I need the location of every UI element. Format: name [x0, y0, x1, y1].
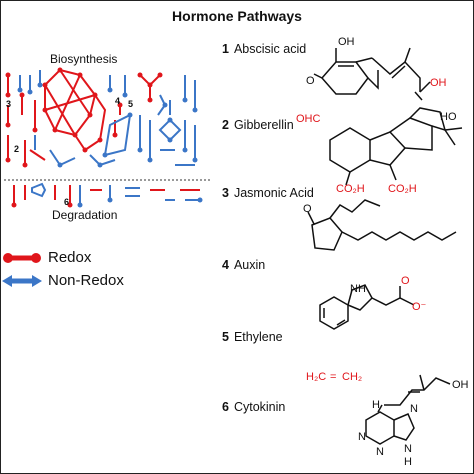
aba-acid-oh-label: OH	[430, 77, 447, 89]
marker-5: 5	[128, 99, 133, 109]
jasmonic-acid-structure	[307, 199, 457, 251]
auxin-o-label: O	[401, 275, 410, 287]
redox-nodes	[5, 67, 163, 208]
ck-n1-label: N	[358, 431, 366, 443]
auxin-ominus-label: O⁻	[412, 301, 427, 313]
non-redox-nodes	[17, 82, 203, 208]
ga-ohc-label: OHC	[296, 113, 321, 125]
legend-redox-label: Redox	[48, 249, 92, 266]
legend-redox-symbol	[3, 253, 41, 263]
ga-co2h-b-label: CO₂H	[388, 183, 417, 195]
marker-3: 3	[6, 99, 11, 109]
ck-n4-label: N	[404, 443, 412, 455]
ck-n-h2-label: H	[404, 456, 412, 468]
gibberellin-structure	[329, 107, 463, 186]
ck-n-h-label: H	[372, 399, 380, 411]
ck-n3-label: N	[410, 403, 418, 415]
ck-oh-label: OH	[452, 379, 469, 391]
marker-2: 2	[14, 144, 19, 154]
auxin-nh-label: NH	[350, 283, 366, 295]
aba-oh-label: OH	[338, 36, 355, 48]
ck-n2-label: N	[376, 446, 384, 458]
cytokinin-structure	[365, 374, 451, 445]
ga-co2h-a-label: CO₂H	[336, 183, 365, 195]
ethylene-h2c-label: H₂C	[306, 371, 326, 383]
auxin-structure	[319, 284, 415, 330]
legend-non-redox-label: Non-Redox	[48, 272, 124, 289]
ga-ho-label: HO	[440, 111, 457, 123]
degradation-label: Degradation	[52, 208, 118, 222]
aba-ketone-label: O	[306, 75, 315, 87]
abscisic-acid-structure	[313, 47, 431, 101]
marker-6: 6	[64, 197, 69, 207]
ethylene-ch2-label: CH₂	[342, 371, 362, 383]
non-redox-edges	[19, 70, 200, 205]
ja-o-label: O	[303, 203, 312, 215]
biosynthesis-label: Biosynthesis	[50, 52, 118, 66]
legend-non-redox-symbol	[2, 275, 42, 287]
figure-title: Hormone Pathways	[172, 8, 302, 24]
ethylene-eq-label: =	[330, 371, 336, 383]
marker-4: 4	[115, 96, 120, 106]
